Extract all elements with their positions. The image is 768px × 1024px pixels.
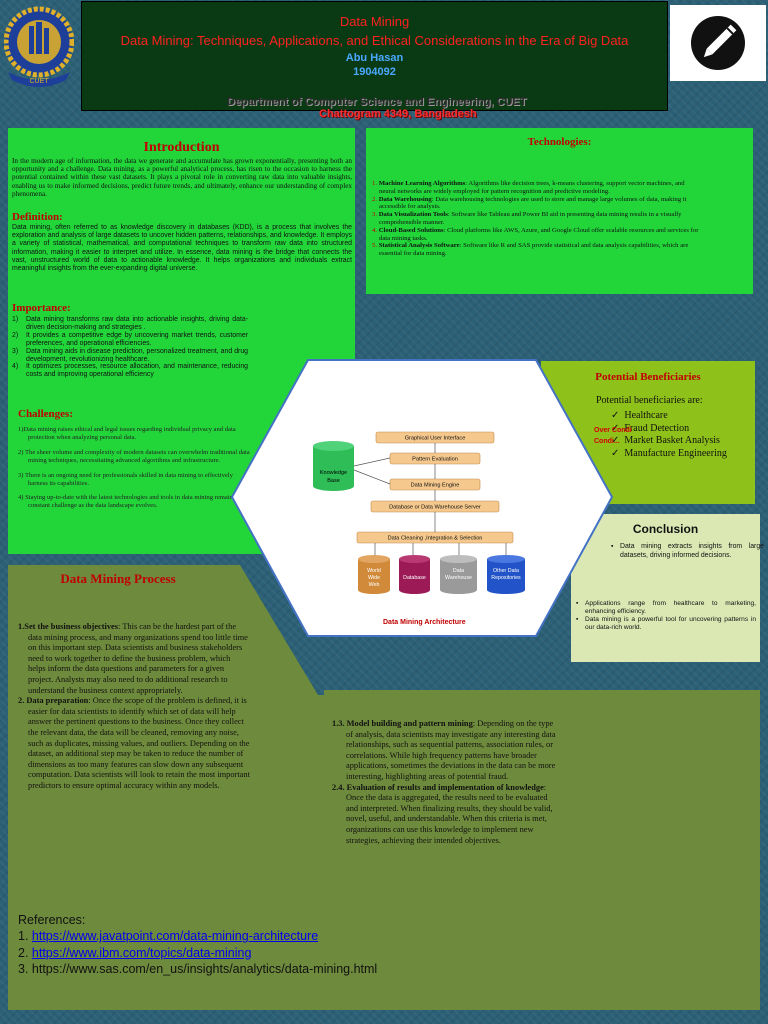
introduction-title: Introduction (143, 140, 220, 155)
overlay-text: Over Condi Condi... (594, 427, 632, 445)
list-item: Fraud Detection (611, 423, 727, 436)
importance-title: Importance: (12, 302, 71, 314)
svg-text:Warehouse: Warehouse (445, 575, 472, 581)
architecture-diagram: Knowledge Base Graphical User Interface … (230, 359, 614, 637)
world-wide-web-icon: World Wide Web (358, 555, 390, 594)
svg-text:Base: Base (327, 478, 340, 484)
process-step-1: 1.Set the business objectives: This can … (18, 622, 248, 695)
pencil-icon (691, 16, 745, 70)
data-warehouse-icon: Data Warehouse (440, 555, 477, 594)
svg-text:Wide: Wide (368, 575, 380, 581)
header-topic: Data Mining (339, 14, 410, 29)
definition-title: Definition: (12, 211, 63, 223)
architecture-caption: Data Mining Architecture (383, 619, 466, 626)
list-item: 2)It provides a competitive edge by unco… (12, 331, 248, 347)
list-item: 2) The sheer volume and complexity of mo… (18, 448, 250, 464)
poster-header: Data Mining Data Mining: Techniques, App… (81, 1, 668, 111)
beneficiaries-list: Healthcare Fraud Detection Market Basket… (611, 410, 727, 461)
svg-text:CUET: CUET (29, 78, 49, 85)
svg-text:Web: Web (369, 582, 380, 588)
conclusion-title: Conclusion (632, 522, 699, 536)
conclusion-panel: Conclusion Data mining extracts insights… (571, 514, 764, 662)
process-panel: Data Mining Process 1.Set the business o… (8, 565, 760, 1010)
introduction-text: In the modern age of information, the da… (12, 157, 352, 198)
svg-text:Other Data: Other Data (493, 568, 519, 574)
process-left-column: 1.Set the business objectives: This can … (18, 622, 250, 792)
beneficiaries-subtitle: Potential beneficiaries are: (596, 395, 703, 406)
list-item: 3. Data Visualization Tools: Software li… (372, 211, 682, 226)
svg-text:Database or Data Warehouse Ser: Database or Data Warehouse Server (389, 505, 481, 511)
database-icon: Database (399, 555, 430, 594)
beneficiaries-title: Potential Beneficiaries (595, 371, 701, 383)
svg-text:Data: Data (453, 568, 464, 574)
author-name: Abu Hasan (345, 52, 404, 64)
process-title: Data Mining Process (60, 571, 176, 586)
svg-text:Data Cleaning ,Integration & S: Data Cleaning ,Integration & Selection (388, 536, 483, 542)
poster-title: Data Mining: Techniques, Applications, a… (120, 33, 629, 48)
knowledge-base-icon: Knowledge Base (313, 441, 354, 491)
technologies-list: 1. Machine Learning Algorithms: Algorith… (372, 180, 702, 258)
other-repositories-icon: Other Data Repositories (487, 555, 525, 594)
conclusion-bullet: Data mining is a powerful tool for uncov… (576, 616, 756, 632)
reference-link-1[interactable]: https://www.javatpoint.com/data-mining-a… (31, 929, 319, 944)
list-item: 5. Statistical Analysis Software: Softwa… (372, 242, 689, 258)
list-item: Market Basket Analysis (611, 435, 727, 448)
list-item: 2. Data Warehousing: Data warehousing te… (372, 195, 687, 211)
reference-3: 3. https://www.sas.com/en_us/insights/an… (18, 962, 378, 977)
process-step-3: 1.3. Model building and pattern mining: … (332, 719, 556, 781)
process-panel-bg (8, 565, 760, 1010)
importance-list: 1)Data mining transforms raw data into a… (12, 316, 248, 379)
process-step-4: 2.4. Evaluation of results and implement… (332, 782, 553, 845)
technologies-panel: Technologies: 1. Machine Learning Algori… (366, 128, 753, 294)
list-item: 1)Data mining raises ethical and legal i… (18, 426, 236, 441)
cuet-logo: CUET (4, 6, 74, 87)
definition-text: Data mining, often referred to as knowle… (12, 224, 352, 273)
challenges-title: Challenges: (18, 408, 73, 420)
references: References: 1. https://www.javatpoint.co… (18, 912, 377, 978)
process-step-2: 2. Data preparation: Once the scope of t… (18, 696, 250, 790)
reference-link-2[interactable]: https://www.ibm.com/topics/data-mining (31, 945, 252, 960)
city: Chattogram 4349, Bangladesh (319, 108, 477, 120)
list-item: 4. Cloud-Based Solutions: Cloud platform… (372, 226, 699, 242)
list-item: 1)Data mining transforms raw data into a… (12, 316, 248, 331)
list-item: 4)It optimizes processes, resource alloc… (12, 363, 248, 379)
pen-logo (670, 5, 766, 81)
svg-text:Database: Database (403, 575, 426, 581)
svg-text:Knowledge: Knowledge (320, 470, 347, 476)
department: Department of Computer Science and Engin… (227, 96, 527, 108)
list-item: Manufacture Engineering (611, 448, 726, 461)
conclusion-bullet: Applications range from healthcare to ma… (576, 600, 756, 616)
conclusion-bullets: Applications range from healthcare to ma… (576, 600, 756, 632)
conclusion-bullet: Data mining extracts insights from large… (611, 542, 764, 560)
list-item: 3)Data mining aids in disease prediction… (12, 347, 248, 363)
svg-text:Graphical User Interface: Graphical User Interface (405, 436, 466, 442)
list-item: 4) Staying up-to-date with the latest te… (18, 494, 241, 510)
svg-text:Repositories: Repositories (491, 575, 521, 581)
svg-text:World: World (367, 568, 381, 574)
reference-2: 2. https://www.ibm.com/topics/data-minin… (18, 945, 252, 960)
challenges-list: 1)Data mining raises ethical and legal i… (18, 426, 250, 517)
svg-text:Data Mining Engine: Data Mining Engine (411, 483, 460, 489)
list-item: Healthcare (611, 410, 727, 423)
list-item: 1. Machine Learning Algorithms: Algorith… (372, 180, 685, 195)
reference-1: 1. https://www.javatpoint.com/data-minin… (18, 929, 319, 944)
author-id: 1904092 (353, 66, 396, 78)
list-item: 3) There is an ongoing need for professi… (18, 471, 233, 487)
technologies-title: Technologies: (527, 136, 592, 148)
svg-text:Pattern Evaluation: Pattern Evaluation (412, 457, 458, 463)
process-right-column: 1.3. Model building and pattern mining: … (332, 719, 558, 846)
references-title: References: (18, 913, 86, 927)
